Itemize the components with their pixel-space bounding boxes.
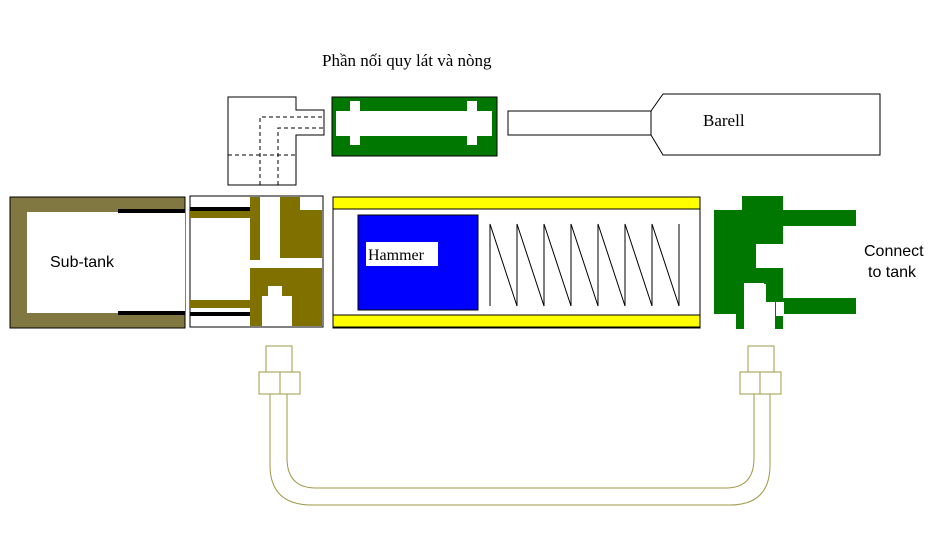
title-label: Phần nối quy lát và nòng — [322, 51, 492, 70]
subtank-label: Sub-tank — [50, 254, 115, 271]
hammer-spring — [489, 223, 680, 307]
connect-label-line1: Connect — [864, 243, 924, 260]
elbow-fitting — [227, 96, 325, 186]
breech-barrel-connector — [331, 96, 498, 157]
sub-tank: Sub-tank — [9, 196, 186, 329]
valve-body — [189, 195, 324, 328]
barrel-label: Barell — [703, 111, 745, 130]
left-hose-fitting-upper — [265, 345, 293, 373]
barrel: Barell — [507, 93, 881, 156]
air-hose — [258, 345, 782, 506]
hammer-label: Hammer — [368, 247, 425, 264]
right-hose-fitting-upper — [747, 345, 775, 373]
connect-label-line2: to tank — [868, 264, 917, 281]
tank-connector: Connect to tank — [714, 196, 924, 329]
hammer-chamber: Hammer — [332, 196, 701, 329]
